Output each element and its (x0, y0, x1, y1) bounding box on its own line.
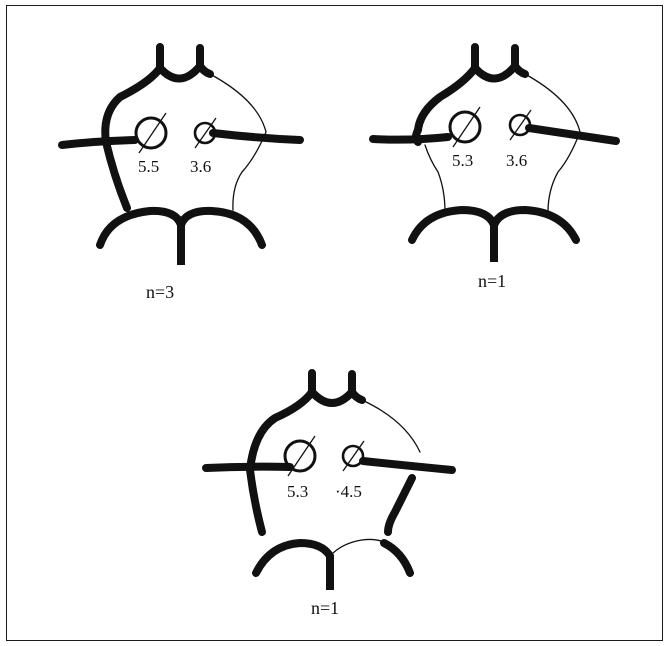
right-horizontal-branch (363, 461, 452, 470)
right-lower-wall (388, 478, 412, 532)
bottom-right-arc (494, 210, 576, 240)
bottom-right-arc (384, 543, 410, 573)
vessel-diagram-1: 5.5 3.6 n=3 (62, 47, 300, 302)
vessel-diagram-3: 5.3 ·4.5 n=1 (206, 373, 452, 618)
left-horizontal-branch (62, 140, 135, 145)
left-wall (105, 47, 160, 208)
diameter-symbol-left (450, 112, 480, 142)
bottom-left-arc (256, 543, 330, 573)
diameter-value-left: 5.3 (287, 482, 308, 501)
left-thin-outline (425, 145, 445, 212)
right-horizontal-branch (529, 128, 616, 141)
bottom-thin-outline (330, 539, 386, 556)
left-wall (250, 373, 312, 532)
inner-neck-curve (312, 392, 352, 403)
right-thin-outline (525, 74, 580, 212)
inner-neck-curve (160, 66, 200, 79)
diameter-value-left: 5.3 (452, 151, 473, 170)
sample-count-label: n=3 (146, 282, 174, 302)
sample-count-label: n=1 (478, 271, 506, 291)
sample-count-label: n=1 (311, 598, 339, 618)
vessel-diagram-2: 5.3 3.6 n=1 (373, 47, 616, 291)
left-horizontal-branch (206, 467, 290, 468)
right-thin-outline (210, 74, 266, 210)
diameter-value-right: 3.6 (190, 157, 211, 176)
diameter-value-left: 5.5 (138, 157, 159, 176)
right-thin-outline (362, 400, 420, 452)
diameter-value-right: ·4.5 (335, 482, 362, 501)
bottom-right-arc (181, 211, 262, 245)
bottom-left-arc (100, 211, 181, 245)
left-horizontal-branch (373, 137, 448, 140)
inner-neck-curve (475, 66, 515, 79)
bottom-left-arc (412, 210, 494, 240)
diameter-symbol-left (285, 441, 315, 471)
right-horizontal-branch (213, 133, 300, 140)
diameter-value-right: 3.6 (506, 151, 527, 170)
diameter-symbol-left (136, 118, 166, 148)
